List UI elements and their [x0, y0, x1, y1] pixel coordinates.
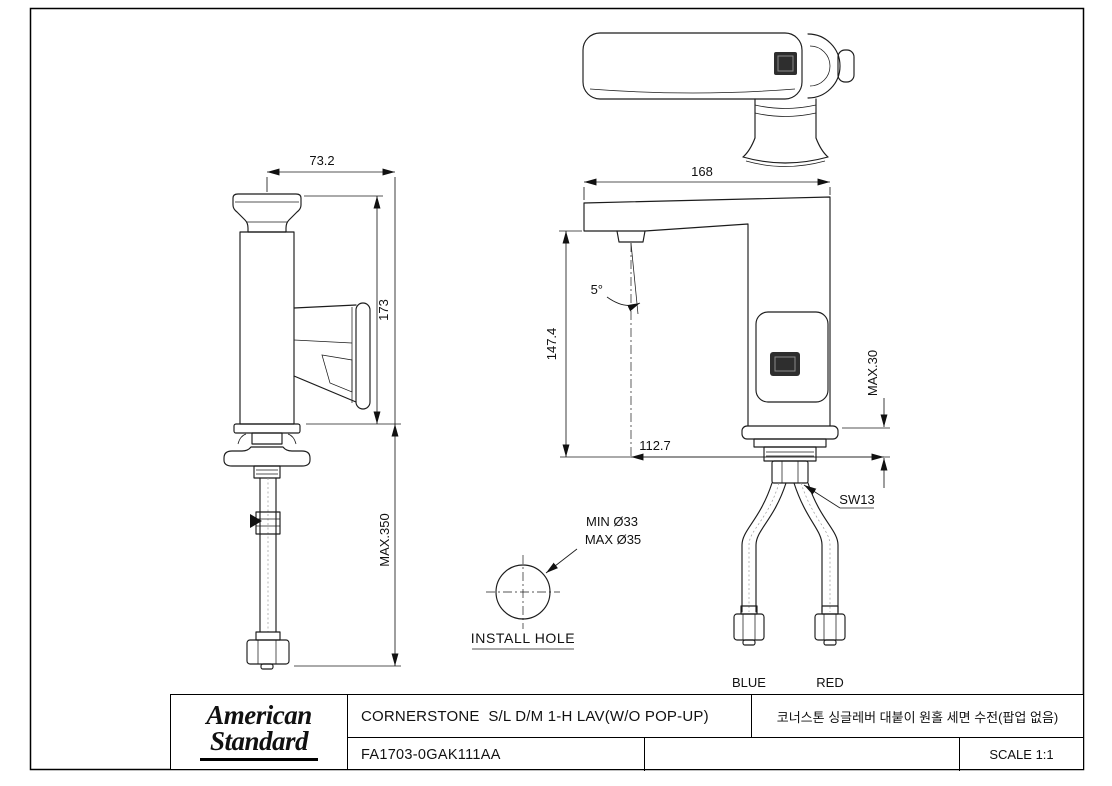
dim-label-overall-width: 168: [691, 164, 713, 179]
dim-label-wrench-size: SW13: [839, 492, 874, 507]
title-block-empty-cell: [645, 738, 960, 771]
product-title-korean: 코너스톤 싱글레버 대붙이 원홀 세면 수전(팝업 없음): [752, 695, 1083, 738]
product-title: CORNERSTONE S/L D/M 1-H LAV(W/O POP-UP): [348, 695, 752, 738]
brand-badge-front: [770, 352, 800, 376]
top-view: [582, 32, 855, 167]
supply-hose-side: [250, 477, 281, 633]
leader-sw13: [803, 484, 841, 509]
title-block: American Standard CORNERSTONE S/L D/M 1-…: [170, 694, 1084, 771]
hose-label-red: RED: [816, 675, 843, 690]
front-view-dimensions: 168 5° 147.4 112.7 MAX.30 SW13: [544, 164, 890, 509]
hose-label-blue: BLUE: [732, 675, 766, 690]
body-front-panel: [755, 311, 829, 403]
install-hole-detail: MIN Ø33 MAX Ø35 INSTALL HOLE: [471, 514, 641, 650]
hose-nut-red: [814, 605, 846, 646]
hole-min-label: MIN Ø33: [586, 514, 638, 529]
base-front: [741, 425, 839, 484]
dim-label-spout-height: 147.4: [544, 328, 559, 361]
side-view-dimensions: 73.2 173 MAX.350: [266, 153, 401, 667]
dim-label-deck-thickness: MAX.30: [865, 350, 880, 396]
dim-label-spout-offset: 73.2: [309, 153, 334, 168]
dim-label-spout-angle: 5°: [591, 282, 603, 297]
hose-crimp-marker: [250, 514, 262, 528]
base-escutcheon: [223, 423, 311, 479]
handle-lever: [293, 302, 371, 410]
spout-angle-line: [630, 242, 639, 315]
install-hole-caption: INSTALL HOLE: [471, 630, 575, 646]
angle-arc: [606, 296, 641, 312]
brand-badge-top: [774, 52, 797, 75]
ext-line: [583, 187, 831, 200]
spout-outline: [232, 193, 302, 233]
column-top-view: [742, 98, 829, 167]
hole-max-label: MAX Ø35: [585, 532, 641, 547]
spout-top-outline: [582, 32, 803, 100]
handle-knuckle: [807, 33, 855, 99]
model-number: FA1703-0GAK111AA: [348, 738, 645, 771]
dim-label-spout-reach: 112.7: [639, 438, 671, 453]
aerator: [616, 230, 646, 243]
leader-install-hole: [545, 548, 578, 574]
hose-hex-fitting: [771, 460, 809, 484]
brand-logo: American Standard: [200, 700, 318, 761]
hole-centerlines: [486, 555, 560, 629]
body-outline: [239, 231, 295, 425]
supply-hose-left: [741, 482, 787, 613]
spout-and-body-outline: [583, 196, 831, 427]
scale-label: SCALE 1:1: [989, 747, 1054, 762]
side-view: [223, 193, 371, 670]
sheet-border: [29, 7, 1085, 771]
dim-label-hose-length: MAX.350: [377, 513, 392, 566]
dim-label-body-height: 173: [376, 299, 391, 321]
brand-logo-cell: American Standard: [171, 695, 348, 769]
hose-nut-blue: [733, 605, 765, 646]
brand-logo-line1: American: [206, 700, 312, 731]
front-view: BLUE RED: [583, 196, 846, 690]
hose-nut-side: [246, 631, 290, 670]
brand-logo-line2: Standard: [209, 726, 309, 756]
